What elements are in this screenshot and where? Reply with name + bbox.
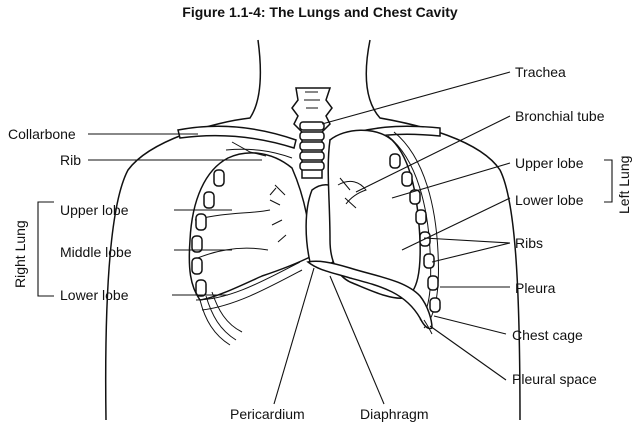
label-upper-lobe-left: Upper lobe: [515, 155, 584, 171]
label-upper-lobe-right: Upper lobe: [60, 202, 129, 218]
ribs-left-side: [389, 153, 441, 335]
ribs-right-side: [191, 141, 293, 346]
label-left-lung: Left Lung: [616, 155, 632, 214]
body-outline: [104, 39, 521, 421]
right-lung: [188, 152, 313, 301]
brackets: [37, 159, 613, 297]
label-pericardium: Pericardium: [230, 406, 305, 422]
label-pleural-space: Pleural space: [512, 371, 597, 387]
label-lower-lobe-right: Lower lobe: [60, 287, 129, 303]
label-trachea: Trachea: [515, 64, 566, 80]
figure-title: Figure 1.1-4: The Lungs and Chest Cavity: [182, 4, 458, 20]
label-ribs: Ribs: [515, 235, 544, 251]
label-bronchial-tube: Bronchial tube: [515, 108, 605, 124]
label-pleura: Pleura: [515, 280, 556, 296]
label-rib: Rib: [60, 152, 82, 168]
label-right-lung: Right Lung: [12, 220, 28, 288]
trachea: [291, 87, 333, 179]
label-middle-lobe: Middle lobe: [60, 244, 132, 260]
label-collarbone: Collarbone: [8, 126, 76, 142]
leader-lines: [88, 71, 511, 405]
label-chest-cage: Chest cage: [512, 327, 583, 343]
label-diaphragm: Diaphragm: [360, 406, 429, 422]
label-lower-lobe-left: Lower lobe: [515, 192, 584, 208]
